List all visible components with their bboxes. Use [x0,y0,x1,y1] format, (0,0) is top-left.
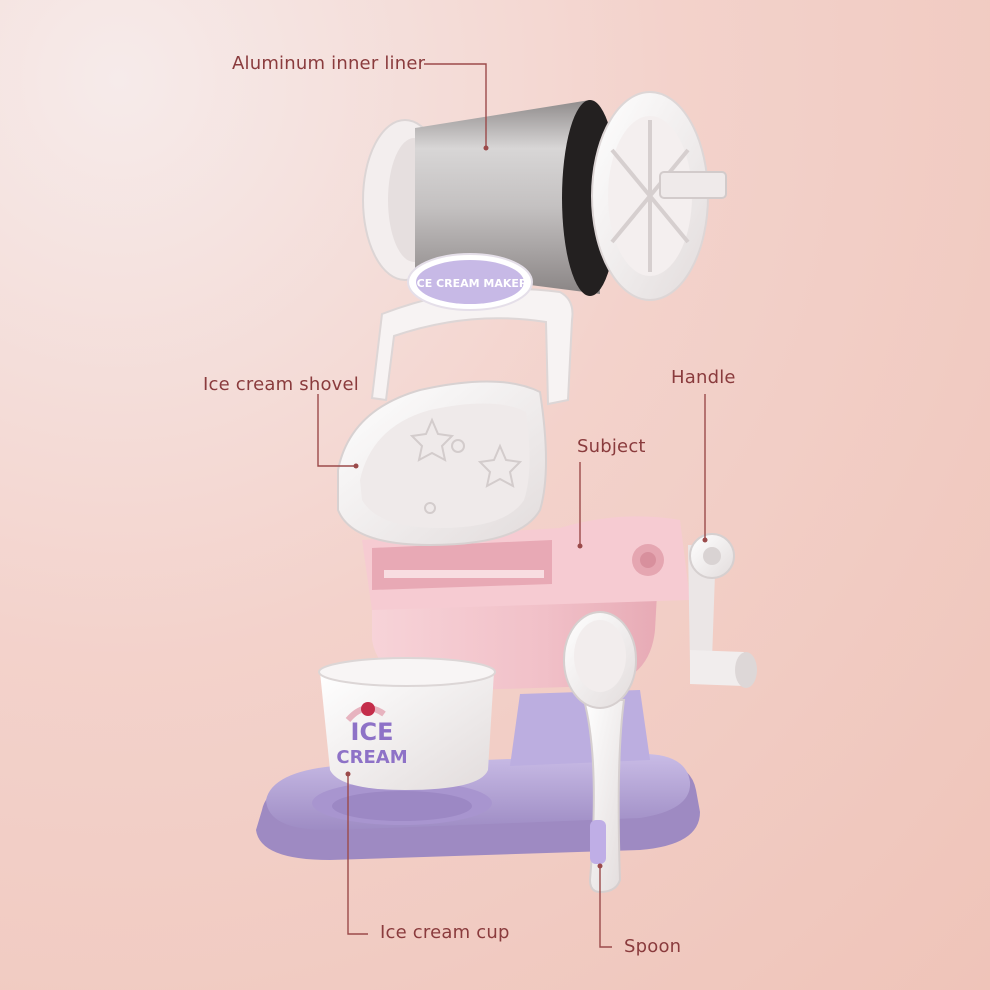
popsicle-icon [590,820,606,864]
crank-handle [688,533,757,688]
aluminum-drum [362,91,727,301]
badge-text: ICE CREAM MAKER [413,277,528,290]
cup-logo-line1: ICE [351,718,394,746]
callout-ice-cream-cup: Ice cream cup [380,922,510,943]
callout-spoon: Spoon [624,936,682,957]
leader-shovel [317,394,356,467]
callout-ice-cream-shovel: Ice cream shovel [203,374,359,395]
leader-cup [347,774,368,935]
ice-cream-shovel [337,287,574,547]
callout-subject: Subject [577,436,646,457]
ice-cream-cup: ICE CREAM [318,657,496,790]
callout-handle: Handle [671,367,736,388]
leader-liner [424,63,487,146]
callout-leader-lines [317,63,708,948]
callout-aluminum-inner-liner: Aluminum inner liner [232,53,426,74]
brand-badge: ICE CREAM MAKER [407,253,533,311]
leader-spoon [599,866,612,948]
spoon [563,611,637,894]
cup-logo-line2: CREAM [336,747,407,768]
cherry-icon [361,702,375,716]
